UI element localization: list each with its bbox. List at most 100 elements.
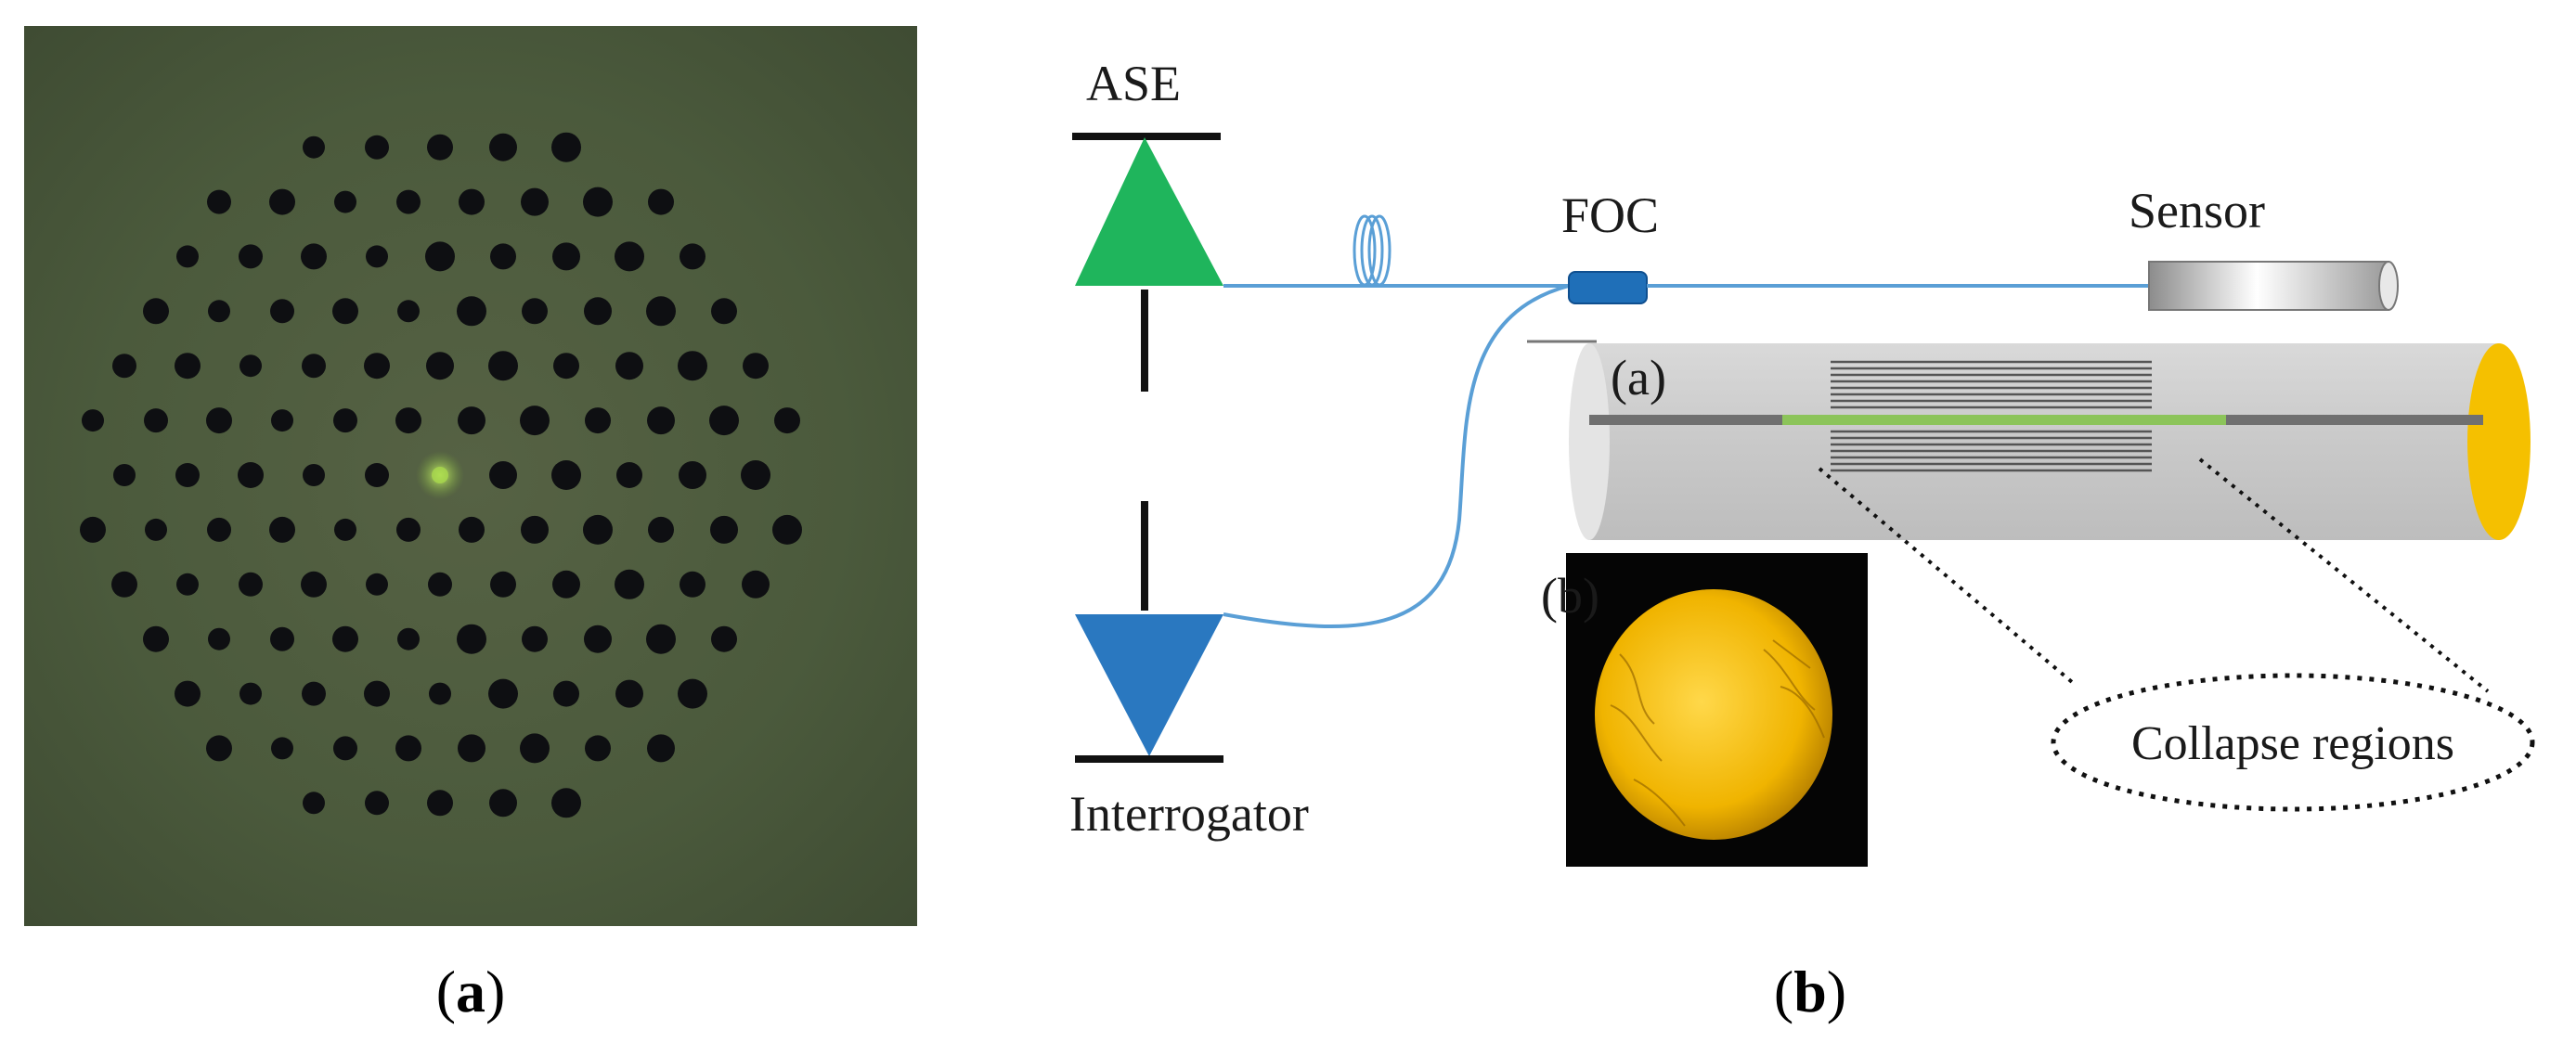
air-hole (520, 406, 550, 436)
air-hole (551, 132, 581, 162)
ase-source-triangle (1075, 137, 1223, 286)
air-hole (176, 245, 199, 268)
air-hole (145, 518, 167, 541)
collapse-regions-callout (2051, 673, 2535, 812)
air-hole (396, 189, 421, 214)
air-hole (522, 625, 548, 652)
air-hole (208, 300, 230, 323)
air-hole (489, 133, 517, 161)
interrogator-triangle (1075, 614, 1223, 756)
air-hole (584, 297, 612, 326)
air-hole (206, 735, 232, 762)
pcf-micrograph-background (24, 26, 917, 926)
air-hole (207, 517, 231, 542)
air-hole (112, 354, 136, 379)
air-hole (774, 407, 800, 434)
inset-a-grating-lines (1831, 360, 2152, 472)
caption-a: (a) (436, 959, 506, 1024)
air-hole (742, 570, 770, 599)
air-hole (425, 241, 455, 272)
inset-a-label: (a) (1611, 350, 1666, 406)
sensor-label: Sensor (2129, 183, 2265, 238)
air-hole (396, 517, 421, 542)
air-hole (679, 461, 706, 489)
air-hole (366, 245, 388, 268)
air-hole (585, 407, 611, 434)
air-hole (457, 624, 486, 654)
air-hole (429, 682, 451, 705)
air-hole (332, 625, 358, 652)
air-hole (238, 462, 264, 488)
air-hole (333, 736, 357, 761)
air-hole (206, 407, 232, 434)
air-hole (365, 135, 389, 160)
air-hole (615, 569, 644, 599)
air-hole (113, 464, 136, 486)
air-hole (144, 408, 168, 433)
air-hole (583, 514, 613, 545)
sensor-housing (2148, 261, 2389, 311)
air-hole (334, 190, 356, 213)
air-hole (332, 298, 358, 325)
air-hole (333, 408, 357, 433)
air-hole (711, 298, 737, 325)
air-hole (553, 353, 579, 380)
air-hole (176, 573, 199, 596)
air-hole (239, 572, 263, 597)
air-hole (271, 737, 293, 760)
inset-b-label: (b) (1541, 568, 1599, 624)
air-hole (678, 351, 707, 381)
air-hole (458, 406, 485, 435)
air-hole (648, 188, 674, 215)
air-hole (397, 627, 420, 650)
inset-a-tube-left-end (1569, 343, 1610, 540)
air-hole (647, 734, 675, 763)
air-hole (270, 299, 294, 324)
air-hole (175, 680, 201, 707)
inset-a-end-face (2467, 343, 2531, 540)
air-hole (427, 134, 453, 161)
air-hole (552, 570, 580, 599)
air-hole (334, 518, 356, 541)
callout-leader-right (2198, 457, 2490, 693)
air-hole (709, 406, 739, 436)
inset-a-core-right (2223, 415, 2483, 425)
air-hole (522, 298, 548, 325)
interrogator-label: Interrogator (1069, 786, 1309, 842)
air-hole (428, 572, 452, 597)
air-hole (427, 790, 453, 817)
fiber-interrogator-to-coupler (1223, 284, 1570, 628)
air-hole (301, 243, 327, 270)
foc-label: FOC (1561, 187, 1659, 243)
air-hole (111, 571, 137, 598)
inset-b-texture (1610, 639, 1825, 827)
air-hole (615, 679, 643, 708)
air-hole (743, 353, 769, 380)
air-hole (271, 409, 293, 432)
inset-a-grating-core (1782, 415, 2226, 425)
air-hole (458, 734, 485, 763)
air-hole (648, 516, 674, 543)
air-hole (143, 298, 169, 325)
air-hole (82, 409, 104, 432)
air-hole (741, 460, 770, 490)
air-hole (364, 680, 390, 707)
air-hole (239, 244, 263, 269)
air-hole (680, 243, 705, 270)
air-hole (269, 188, 295, 215)
air-hole (585, 735, 611, 762)
air-hole (395, 735, 421, 762)
air-hole (584, 625, 612, 653)
fiber-core-center (432, 467, 448, 483)
collapse-regions-label: Collapse regions (2131, 717, 2454, 770)
panel-b: ASE Interrogator FOC Sensor (a) (1069, 56, 2535, 867)
fiber-optic-coupler (1568, 271, 1648, 304)
air-hole (490, 243, 516, 270)
air-hole (364, 353, 390, 380)
air-hole (239, 354, 262, 378)
air-hole (711, 625, 737, 652)
air-hole (646, 624, 676, 654)
air-hole (710, 515, 738, 544)
air-hole (365, 791, 389, 816)
air-hole (646, 296, 676, 327)
